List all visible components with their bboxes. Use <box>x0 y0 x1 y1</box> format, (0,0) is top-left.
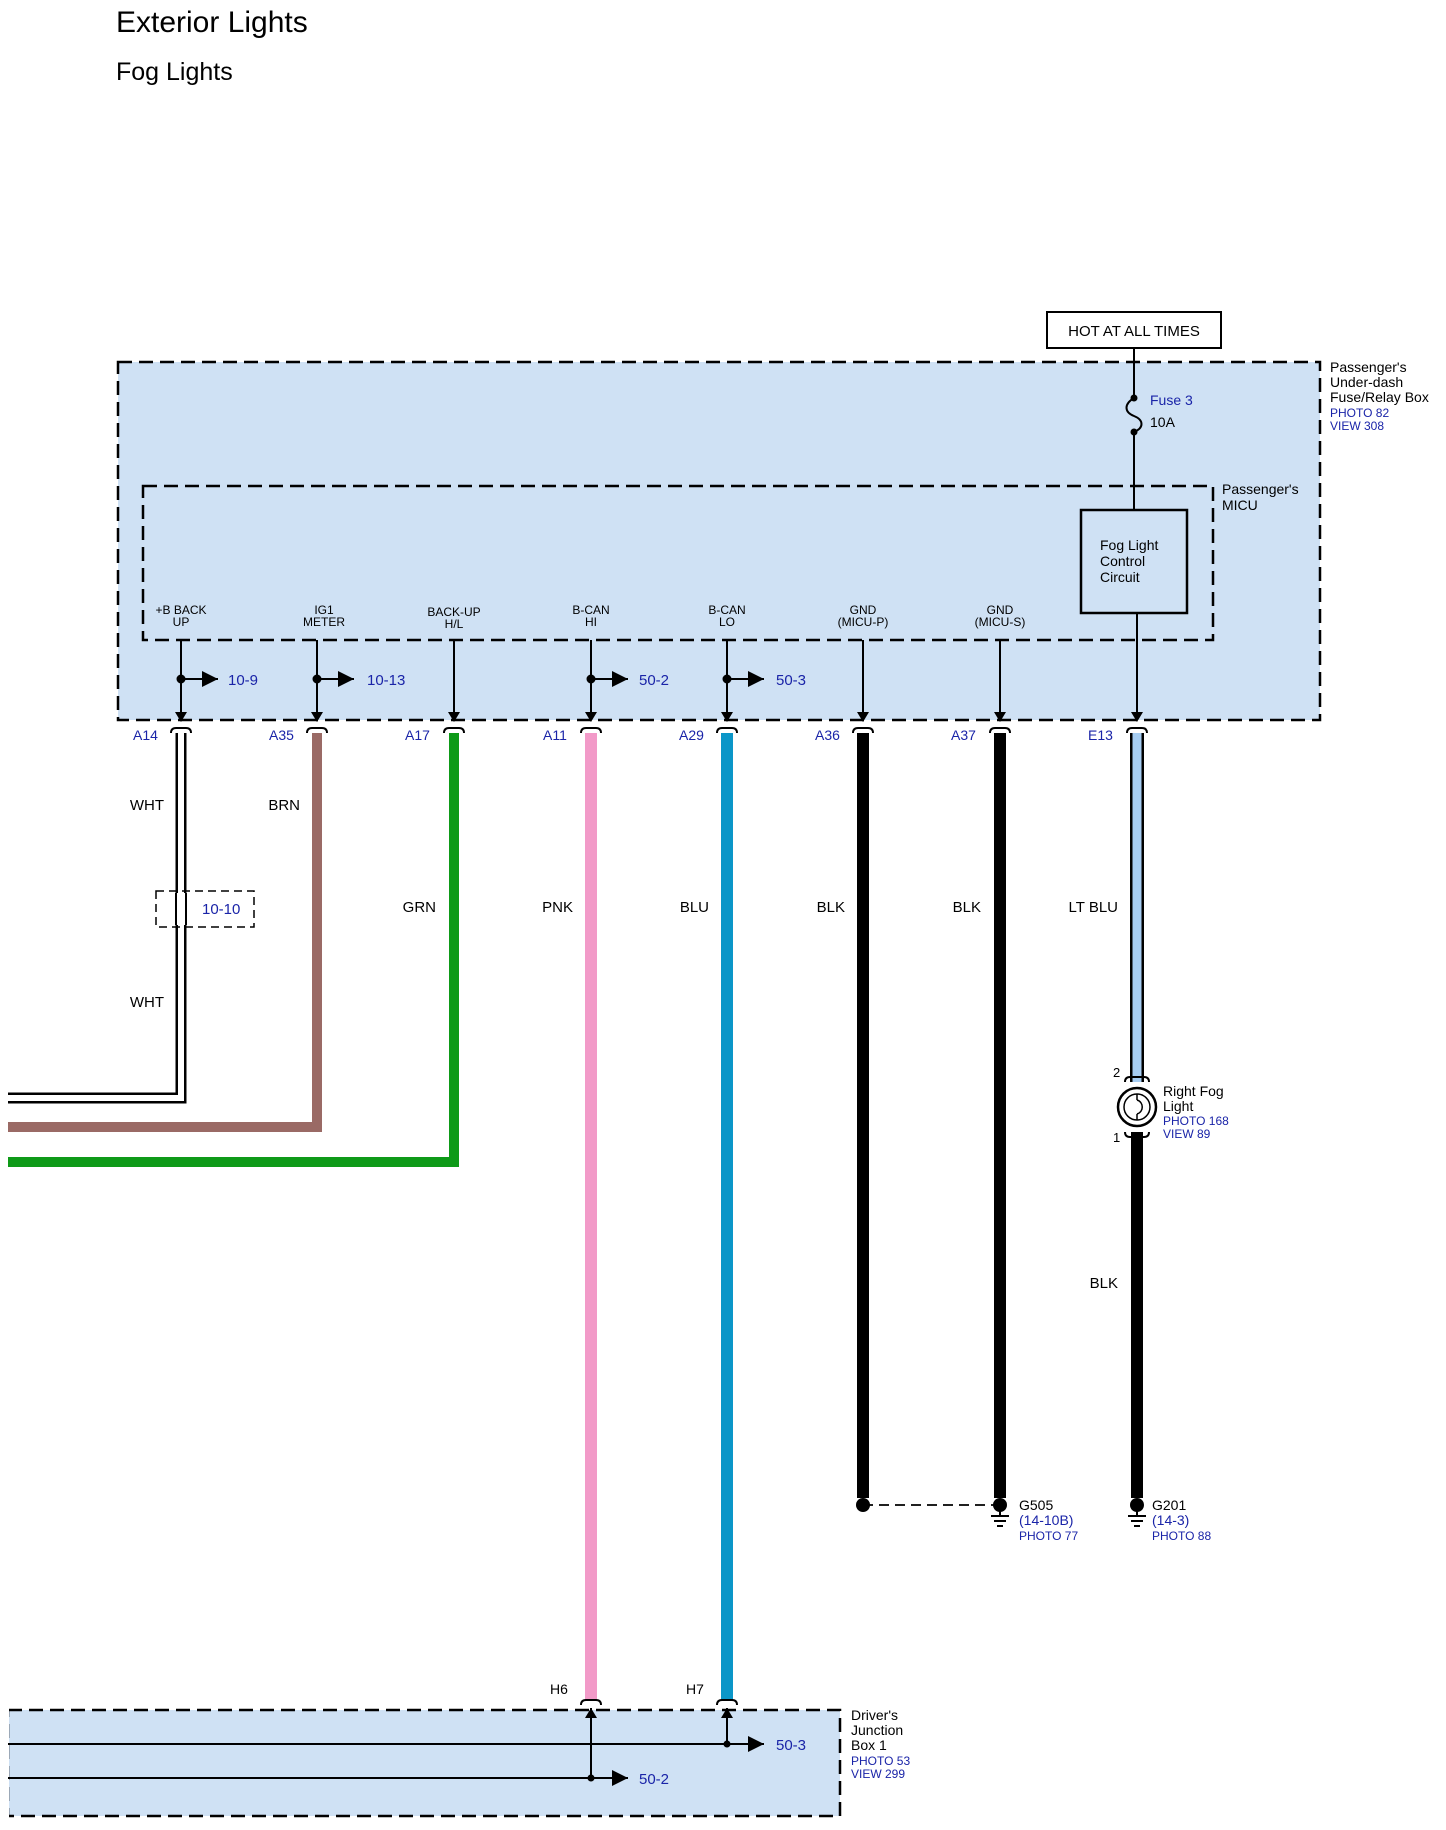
junction-box-view: VIEW 299 <box>851 1767 905 1781</box>
wire-label-pnk: PNK <box>542 899 573 916</box>
g505-name: G505 <box>1019 1497 1053 1513</box>
micu-label-2: MICU <box>1222 497 1258 513</box>
fuse-3-symbol <box>1125 397 1143 433</box>
relay-box-label-3: Fuse/Relay Box <box>1330 389 1429 405</box>
ground-symbol-g201 <box>1128 1505 1146 1527</box>
wire-label-blk-a37: BLK <box>953 899 981 916</box>
junction-ref-50-3[interactable]: 50-3 <box>776 1737 806 1754</box>
fuse-3-label: Fuse 3 <box>1150 392 1193 408</box>
relay-box-photo: PHOTO 82 <box>1330 406 1389 420</box>
terminal-a11-label-bottom: HI <box>585 615 597 629</box>
wire-label-wht: WHT <box>130 797 164 814</box>
relay-box-view: VIEW 308 <box>1330 419 1384 433</box>
page-title: Exterior Lights <box>116 6 308 39</box>
micu-label-1: Passenger's <box>1222 481 1299 497</box>
terminal-a36-label-top: GND <box>850 603 877 617</box>
g201-ref[interactable]: (14-3) <box>1152 1512 1189 1528</box>
ref-10-9[interactable]: 10-9 <box>228 672 258 689</box>
ref-10-13[interactable]: 10-13 <box>367 672 405 689</box>
fog-light-control-circuit <box>1079 508 1189 615</box>
fuse-3-rating: 10A <box>1150 414 1176 430</box>
g201-name: G201 <box>1152 1497 1186 1513</box>
wire-brn <box>8 733 322 1132</box>
junction-ref-50-2[interactable]: 50-2 <box>639 1771 669 1788</box>
junction-box-label-2: Junction <box>851 1722 903 1738</box>
drivers-junction-box <box>6 1708 842 1818</box>
fog-light-pin-1: 1 <box>1113 1130 1120 1145</box>
terminal-a37-label-top: GND <box>987 603 1014 617</box>
ground-symbol-g505 <box>991 1505 1009 1527</box>
wire-label-ltblu: LT BLU <box>1069 899 1118 916</box>
splice-ref-10-10[interactable]: 10-10 <box>202 901 240 918</box>
pin-a29: A29 <box>679 727 704 743</box>
fog-light-label-1: Right Fog <box>1163 1083 1224 1099</box>
g505-ref[interactable]: (14-10B) <box>1019 1512 1073 1528</box>
fog-light-pin-2: 2 <box>1113 1065 1120 1080</box>
fog-circuit-line-2: Control <box>1100 553 1145 569</box>
ref-50-2-top[interactable]: 50-2 <box>639 672 669 689</box>
wire-label-wht-2: WHT <box>130 994 164 1011</box>
fog-light-view: VIEW 89 <box>1163 1127 1211 1141</box>
pin-a36: A36 <box>815 727 840 743</box>
terminal-a29-label-bottom: LO <box>719 615 735 629</box>
wire-label-grn: GRN <box>403 899 436 916</box>
fog-circuit-line-1: Fog Light <box>1100 537 1158 553</box>
hot-at-all-times-box <box>1046 311 1222 349</box>
terminal-a35-label-top: IG1 <box>314 603 334 617</box>
ref-50-3-top[interactable]: 50-3 <box>776 672 806 689</box>
junction-box-photo: PHOTO 53 <box>851 1754 910 1768</box>
wire-wht <box>8 733 184 1101</box>
fog-light-label-2: Light <box>1163 1098 1193 1114</box>
fuse-relay-box <box>116 360 1322 722</box>
terminal-a17-label-bottom: H/L <box>445 617 464 631</box>
relay-box-label-2: Under-dash <box>1330 374 1403 390</box>
wire-label-blu: BLU <box>680 899 709 916</box>
g505-photo: PHOTO 77 <box>1019 1529 1078 1543</box>
terminal-a17-label-top: BACK-UP <box>427 605 480 619</box>
terminal-a37-label-bottom: (MICU-S) <box>975 615 1026 629</box>
fog-circuit-line-3: Circuit <box>1100 569 1140 585</box>
page-subtitle: Fog Lights <box>116 58 233 86</box>
terminal-a35-label-bottom: METER <box>303 615 345 629</box>
wire-wht-outer <box>8 733 187 1104</box>
pin-a35: A35 <box>269 727 294 743</box>
pin-a14: A14 <box>133 727 158 743</box>
junction-box-label-3: Box 1 <box>851 1737 887 1753</box>
terminal-a14-label-bottom: UP <box>173 615 190 629</box>
hot-at-all-times-label: HOT AT ALL TIMES <box>1068 323 1200 340</box>
splice-10-10-box <box>155 890 255 928</box>
wire-label-blk-fog: BLK <box>1090 1275 1118 1292</box>
pin-h7: H7 <box>686 1681 704 1697</box>
junction-box-label-1: Driver's <box>851 1707 898 1723</box>
relay-box-label-1: Passenger's <box>1330 359 1407 375</box>
terminal-a14-label-top: +B BACK <box>155 603 206 617</box>
micu-box <box>141 484 1215 642</box>
wire-grn <box>8 733 459 1167</box>
g201-photo: PHOTO 88 <box>1152 1529 1211 1543</box>
wire-label-brn: BRN <box>268 797 300 814</box>
pin-a17: A17 <box>405 727 430 743</box>
fog-light-photo: PHOTO 168 <box>1163 1114 1229 1128</box>
pin-a37: A37 <box>951 727 976 743</box>
wire-label-blk-a36: BLK <box>817 899 845 916</box>
terminal-a11-label-top: B-CAN <box>572 603 609 617</box>
pin-a11: A11 <box>543 727 567 743</box>
terminal-a36-label-bottom: (MICU-P) <box>838 615 889 629</box>
pin-e13: E13 <box>1088 727 1113 743</box>
terminal-a29-label-top: B-CAN <box>708 603 745 617</box>
pin-h6: H6 <box>550 1681 568 1697</box>
